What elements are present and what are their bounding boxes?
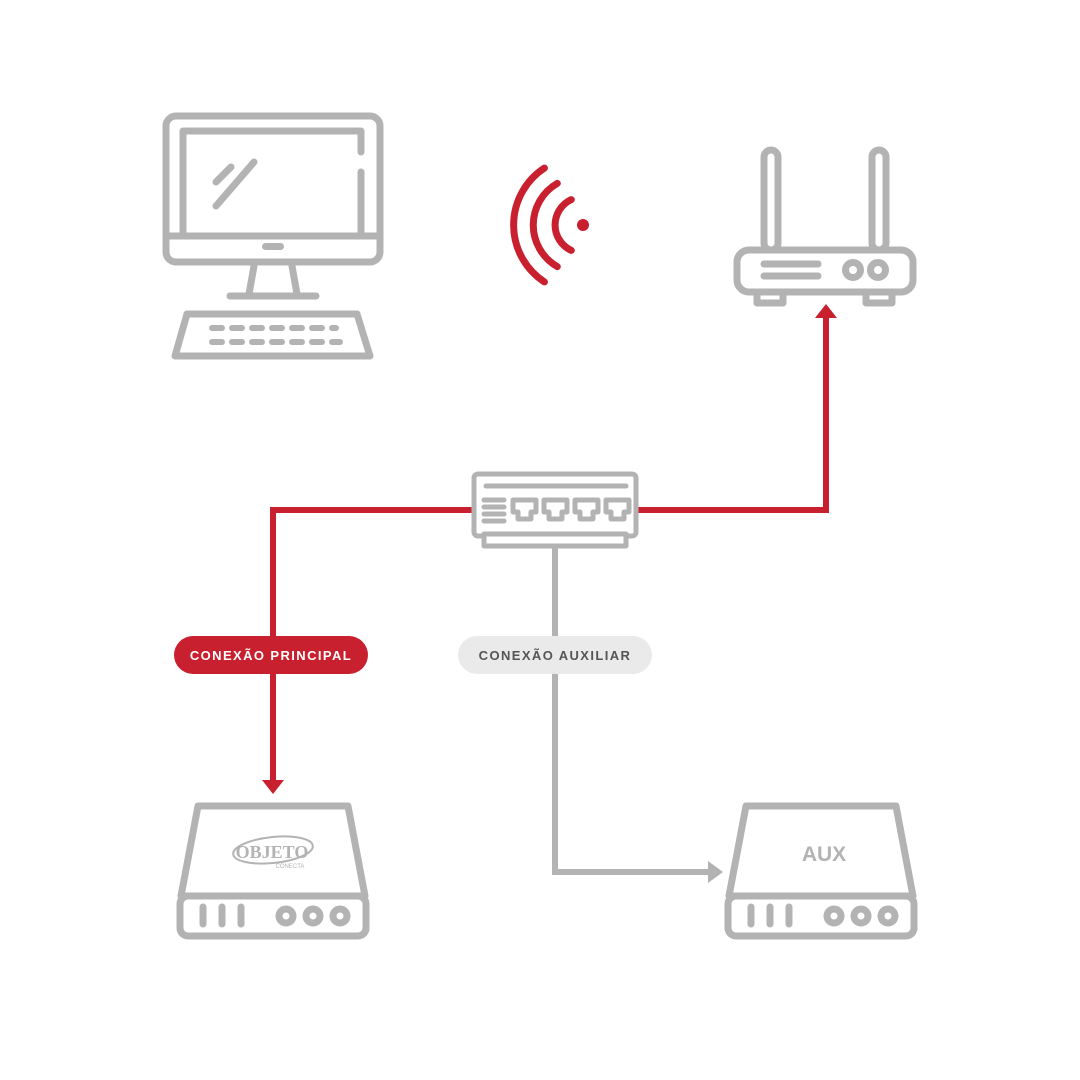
logo-main-text: OBJETO bbox=[236, 842, 309, 862]
desktop-computer-icon bbox=[162, 112, 384, 360]
aux-connection-line bbox=[552, 546, 710, 875]
aux-device-label: AUX bbox=[802, 843, 846, 866]
aux-device-icon bbox=[724, 802, 918, 940]
main-connection-line bbox=[270, 507, 472, 782]
main-connection-badge: CONEXÃO PRINCIPAL bbox=[174, 636, 368, 674]
router-connection-line bbox=[636, 316, 829, 513]
arrow-head-aux bbox=[708, 861, 723, 883]
main-device-icon bbox=[176, 802, 370, 940]
arrow-head-router bbox=[815, 304, 837, 318]
wifi-router-icon bbox=[733, 146, 917, 307]
logo-sub-text: CONECTA bbox=[276, 864, 305, 870]
wifi-signal-icon bbox=[510, 164, 589, 286]
network-switch-icon bbox=[471, 471, 639, 549]
objeto-conecta-logo: OBJETO CONECTA bbox=[232, 835, 314, 870]
aux-connection-badge: CONEXÃO AUXILIAR bbox=[458, 636, 652, 674]
arrow-head-main bbox=[262, 780, 284, 794]
connection-lines bbox=[270, 316, 829, 875]
